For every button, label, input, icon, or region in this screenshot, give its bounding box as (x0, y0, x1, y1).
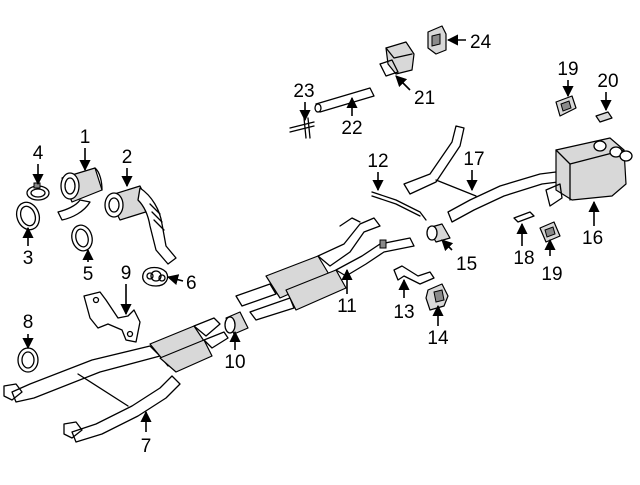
hanger-rod-part-12 (371, 191, 427, 221)
center-pipe-part-11 (235, 217, 415, 321)
callout-4: 4 (33, 143, 44, 164)
callout-labels: 1 2 3 4 5 6 7 8 9 10 11 12 13 14 15 16 1… (23, 32, 619, 457)
rear-muffler-part-16 (545, 137, 633, 207)
leader-arrow-6 (166, 274, 184, 286)
leader-arrow-15 (441, 239, 454, 252)
gasket-ring-part-3 (15, 201, 41, 231)
callout-6: 6 (186, 273, 197, 294)
hanger-part-14 (425, 283, 449, 311)
bracket-part-24 (427, 25, 447, 55)
front-pipe-part-2 (104, 185, 177, 265)
callout-19a: 19 (541, 264, 562, 285)
vacuum-line-part-22 (314, 87, 375, 113)
callout-2: 2 (122, 147, 133, 168)
callout-18: 18 (513, 248, 534, 269)
front-y-pipe-part-7 (3, 317, 229, 443)
callout-22: 22 (341, 118, 362, 139)
clamp-part-15 (426, 223, 451, 243)
clip-part-20 (595, 111, 613, 123)
callout-16: 16 (582, 228, 603, 249)
callout-20: 20 (597, 71, 618, 92)
callout-10: 10 (224, 352, 245, 373)
connector-part-23 (289, 117, 315, 139)
hanger-part-19-lower (539, 221, 561, 243)
callout-8: 8 (23, 312, 34, 333)
leader-arrow-21 (395, 75, 411, 91)
callout-11: 11 (337, 296, 357, 317)
callout-17: 17 (463, 149, 484, 170)
callout-23: 23 (293, 81, 314, 102)
callout-21: 21 (414, 88, 435, 109)
clamp-sleeve-part-10 (224, 311, 249, 335)
bracket-part-13 (393, 265, 435, 285)
clip-part-18 (513, 211, 535, 223)
front-catalyst-part-1 (57, 167, 103, 221)
intermediate-pipe-part-17 (403, 125, 559, 223)
actuator-valve-part-21 (379, 41, 415, 77)
leader-arrows (22, 34, 612, 432)
callout-9: 9 (121, 263, 132, 284)
callout-15: 15 (456, 254, 477, 275)
bracket-part-9 (83, 291, 141, 343)
callout-24: 24 (470, 32, 492, 53)
gasket-part-5 (71, 224, 93, 252)
hanger-part-19-upper (555, 95, 577, 117)
callout-7: 7 (141, 436, 152, 457)
callout-14: 14 (427, 328, 449, 349)
gasket-part-8 (17, 347, 39, 373)
callout-1: 1 (80, 127, 91, 148)
callout-19b: 19 (557, 59, 578, 80)
clamp-part-4 (26, 182, 50, 201)
callout-12: 12 (367, 151, 388, 172)
callout-5: 5 (83, 264, 94, 285)
callout-3: 3 (23, 248, 34, 269)
callout-13: 13 (393, 302, 414, 323)
flange-gasket-part-6 (142, 266, 169, 287)
